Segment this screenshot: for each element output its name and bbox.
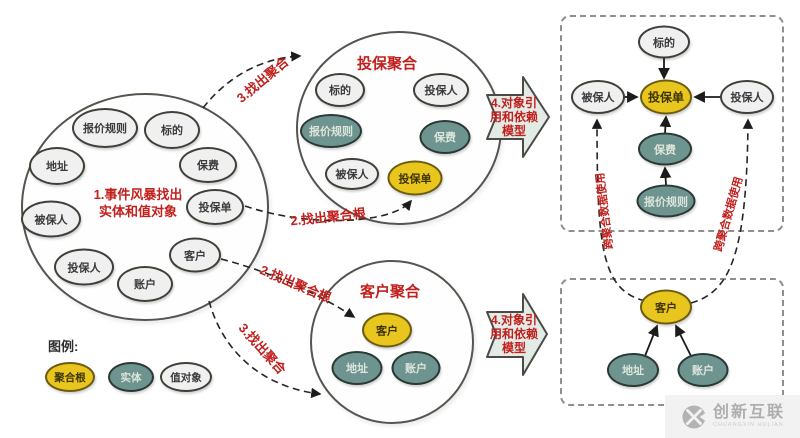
applicant-label: 投保人 <box>424 85 458 97</box>
address-label: 地址 <box>622 365 644 377</box>
customer-label: 客户 <box>655 302 677 314</box>
address-node: 地址 <box>607 353 659 387</box>
insured-node: 被保人 <box>21 200 81 238</box>
customer-root-node: 客户 <box>640 289 692 325</box>
customer-node: 客户 <box>169 237 221 273</box>
legend-aggregate-root: 聚合根 <box>45 362 95 392</box>
customer-label: 客户 <box>184 250 206 262</box>
policy-label: 投保单 <box>198 202 232 214</box>
policy-root-node: 投保单 <box>640 79 692 115</box>
quote-rule-node: 报价规则 <box>72 108 138 148</box>
policy-root-node: 投保单 <box>387 160 443 196</box>
legend-value-object-label: 值对象 <box>170 371 202 384</box>
account-label: 账户 <box>692 365 714 377</box>
account-node: 账户 <box>117 266 173 302</box>
premium-node: 保费 <box>179 147 237 183</box>
object-ref-line2: 用和依赖 <box>489 109 539 124</box>
object-ref-line3: 模型 <box>501 341 527 356</box>
legend-aggregate-root-label: 聚合根 <box>54 371 86 384</box>
premium-node: 保费 <box>638 132 692 166</box>
subject-node: 标的 <box>144 111 200 149</box>
customer-label: 客户 <box>376 325 398 337</box>
legend-title: 图例: <box>48 339 79 354</box>
event-storm-caption-line1: 1.事件风暴找出 <box>93 187 183 203</box>
policy-node: 投保单 <box>186 189 244 225</box>
insured-node: 被保人 <box>571 80 625 114</box>
quote-rule-label: 报价规则 <box>644 196 688 208</box>
subject-node: 标的 <box>638 25 690 59</box>
watermark-caption: CHUANGXIN HULIAN <box>712 421 784 428</box>
policy-aggregate-title: 投保聚合 <box>356 55 418 73</box>
applicant-node: 投保人 <box>413 73 469 107</box>
address-label: 地址 <box>46 161 68 173</box>
premium-label: 保费 <box>434 132 456 144</box>
subject-label: 标的 <box>653 37 675 49</box>
subject-node: 标的 <box>315 73 365 107</box>
account-label: 账户 <box>405 363 427 375</box>
applicant-label: 投保人 <box>730 92 764 104</box>
find-root-bottom-label: 2.找出聚合根 <box>257 262 334 306</box>
watermark-name: 创新互联 <box>712 403 785 421</box>
premium-label: 保费 <box>654 144 676 156</box>
find-aggregate-top-label: 3.找出聚合 <box>233 53 292 106</box>
insured-label: 被保人 <box>581 92 615 104</box>
premium-node: 保费 <box>419 120 471 154</box>
cx-logo-icon <box>682 404 708 429</box>
policy-label: 投保单 <box>398 173 432 185</box>
insured-node: 被保人 <box>325 158 379 190</box>
applicant-node: 投保人 <box>720 80 774 114</box>
quote-rule-node: 报价规则 <box>636 184 696 218</box>
quote-rule-label: 报价规则 <box>309 126 353 138</box>
customer-aggregate-title: 客户聚合 <box>359 283 421 301</box>
address-node: 地址 <box>29 147 85 185</box>
account-node: 账户 <box>677 353 729 387</box>
event-storm-caption-line2: 实体和值对象 <box>98 204 177 219</box>
quote-rule-label: 报价规则 <box>83 123 127 135</box>
legend-entity: 实体 <box>108 362 154 392</box>
customer-root-node: 客户 <box>362 312 412 348</box>
find-root-top-label: 2.找出聚合根 <box>289 205 367 229</box>
applicant-label: 投保人 <box>67 262 101 274</box>
insured-label: 被保人 <box>34 214 68 226</box>
watermark-panel: 创新互联 CHUANGXIN HULIAN <box>665 395 800 438</box>
account-node: 账户 <box>391 351 441 385</box>
quote-rule-node: 报价规则 <box>300 114 362 148</box>
policy-label: 投保单 <box>647 90 684 105</box>
legend-entity-label: 实体 <box>120 371 142 384</box>
premium-label: 保费 <box>197 160 219 172</box>
find-aggregate-bottom-label: 3.找出聚合 <box>235 320 289 378</box>
insured-label: 被保人 <box>335 169 369 181</box>
object-ref-line2: 用和依赖 <box>489 326 539 341</box>
address-label: 地址 <box>346 363 368 375</box>
object-ref-line1: 4.对象引 <box>490 312 538 327</box>
subject-label: 标的 <box>329 85 351 97</box>
legend-value-object: 值对象 <box>160 362 212 392</box>
account-label: 账户 <box>134 279 156 291</box>
address-node: 地址 <box>331 351 383 385</box>
event-storm-caption: 1.事件风暴找出 实体和值对象 <box>94 187 183 221</box>
applicant-node: 投保人 <box>54 248 114 286</box>
object-ref-line1: 4.对象引 <box>490 95 538 110</box>
object-ref-line3: 模型 <box>501 124 527 139</box>
object-ref-arrow-bottom-label: 4.对象引 用和依赖 模型 <box>490 313 538 355</box>
subject-label: 标的 <box>161 125 183 137</box>
object-ref-arrow-top-label: 4.对象引 用和依赖 模型 <box>490 96 538 138</box>
